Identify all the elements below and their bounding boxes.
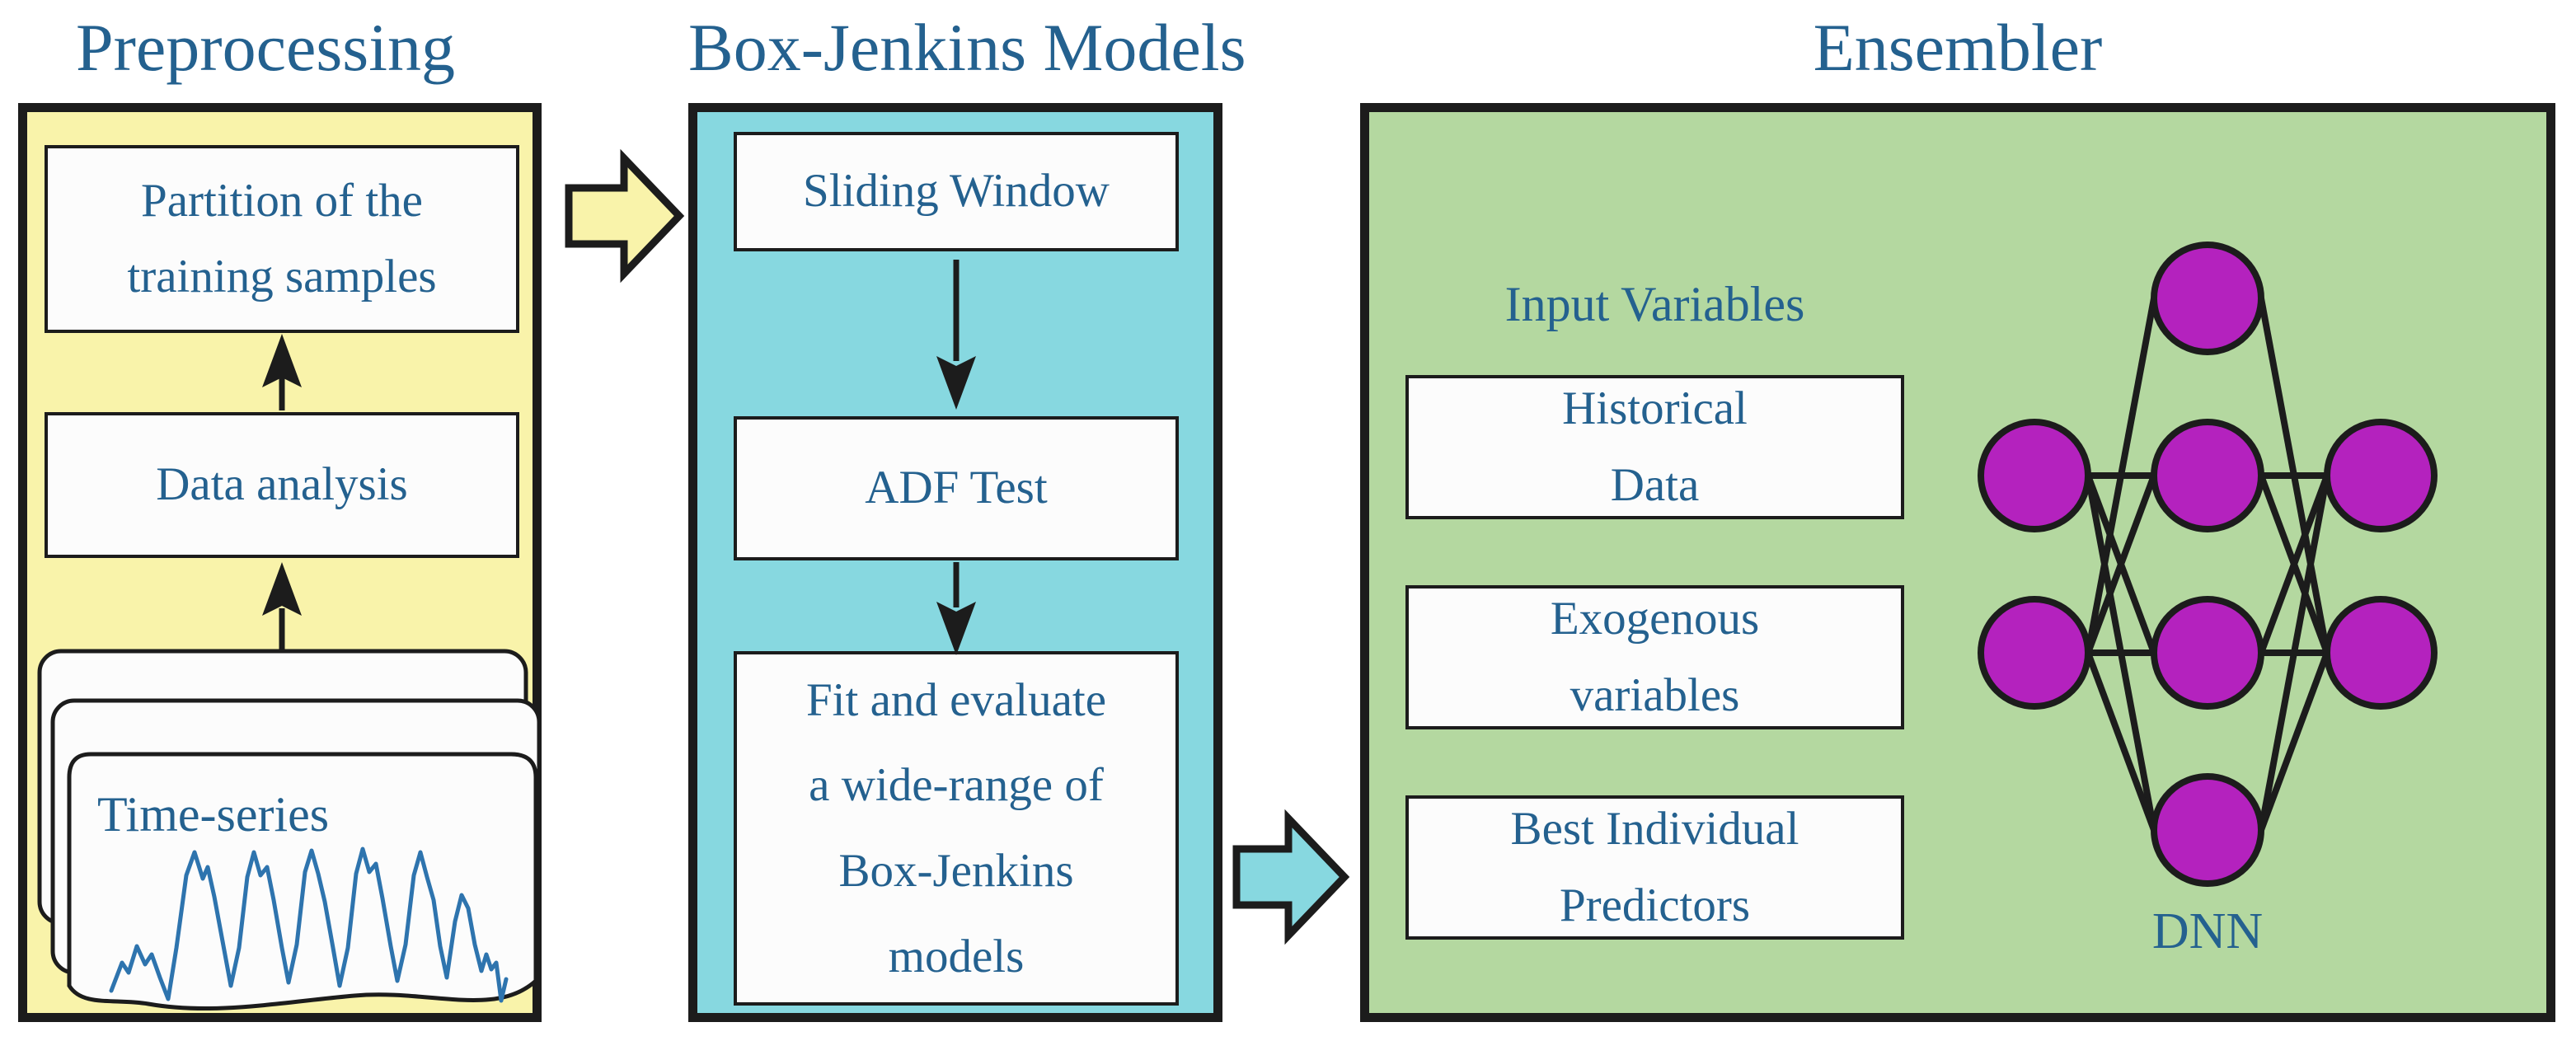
ensembler-title: Ensembler [1813, 10, 2103, 85]
partition-box-line: Partition of the [141, 174, 423, 227]
sliding-window-box-line: Sliding Window [803, 165, 1110, 218]
flow-arrow-boxjenkins-to-ensembler [1232, 809, 1350, 945]
dnn-label: DNN [2151, 903, 2264, 959]
fit-evaluate-box: Fit and evaluate a wide-range of Box-Jen… [734, 651, 1179, 1006]
fit-evaluate-box-line: a wide-range of [809, 759, 1104, 812]
best-predictors-box-line: Predictors [1559, 879, 1751, 931]
exogenous-variables-box-line: variables [1570, 668, 1740, 721]
adf-test-box-line: ADF Test [865, 462, 1048, 514]
historical-data-box-line: Historical [1562, 382, 1748, 435]
data-analysis-box: Data analysis [45, 412, 519, 558]
partition-box: Partition of the training samples [45, 145, 519, 333]
exogenous-variables-box-line: Exogenous [1550, 593, 1760, 645]
preprocessing-title: Preprocessing [75, 10, 455, 85]
box-jenkins-title: Box-Jenkins Models [688, 10, 1246, 85]
exogenous-variables-box: Exogenous variables [1405, 585, 1904, 729]
fit-evaluate-box-line: models [888, 930, 1025, 982]
historical-data-box-line: Data [1610, 458, 1700, 511]
partition-box-line: training samples [127, 251, 437, 302]
historical-data-box: Historical Data [1405, 375, 1904, 519]
flow-arrow-preprocessing-to-boxjenkins [565, 148, 685, 284]
fit-evaluate-box-line: Fit and evaluate [805, 673, 1107, 726]
adf-test-box: ADF Test [734, 416, 1179, 560]
best-predictors-box: Best Individual Predictors [1405, 795, 1904, 940]
best-predictors-box-line: Best Individual [1510, 803, 1799, 856]
sliding-window-box: Sliding Window [734, 132, 1179, 251]
input-variables-heading: Input Variables [1504, 277, 1805, 331]
data-analysis-box-line: Data analysis [156, 458, 408, 511]
fit-evaluate-box-line: Box-Jenkins [838, 845, 1074, 897]
